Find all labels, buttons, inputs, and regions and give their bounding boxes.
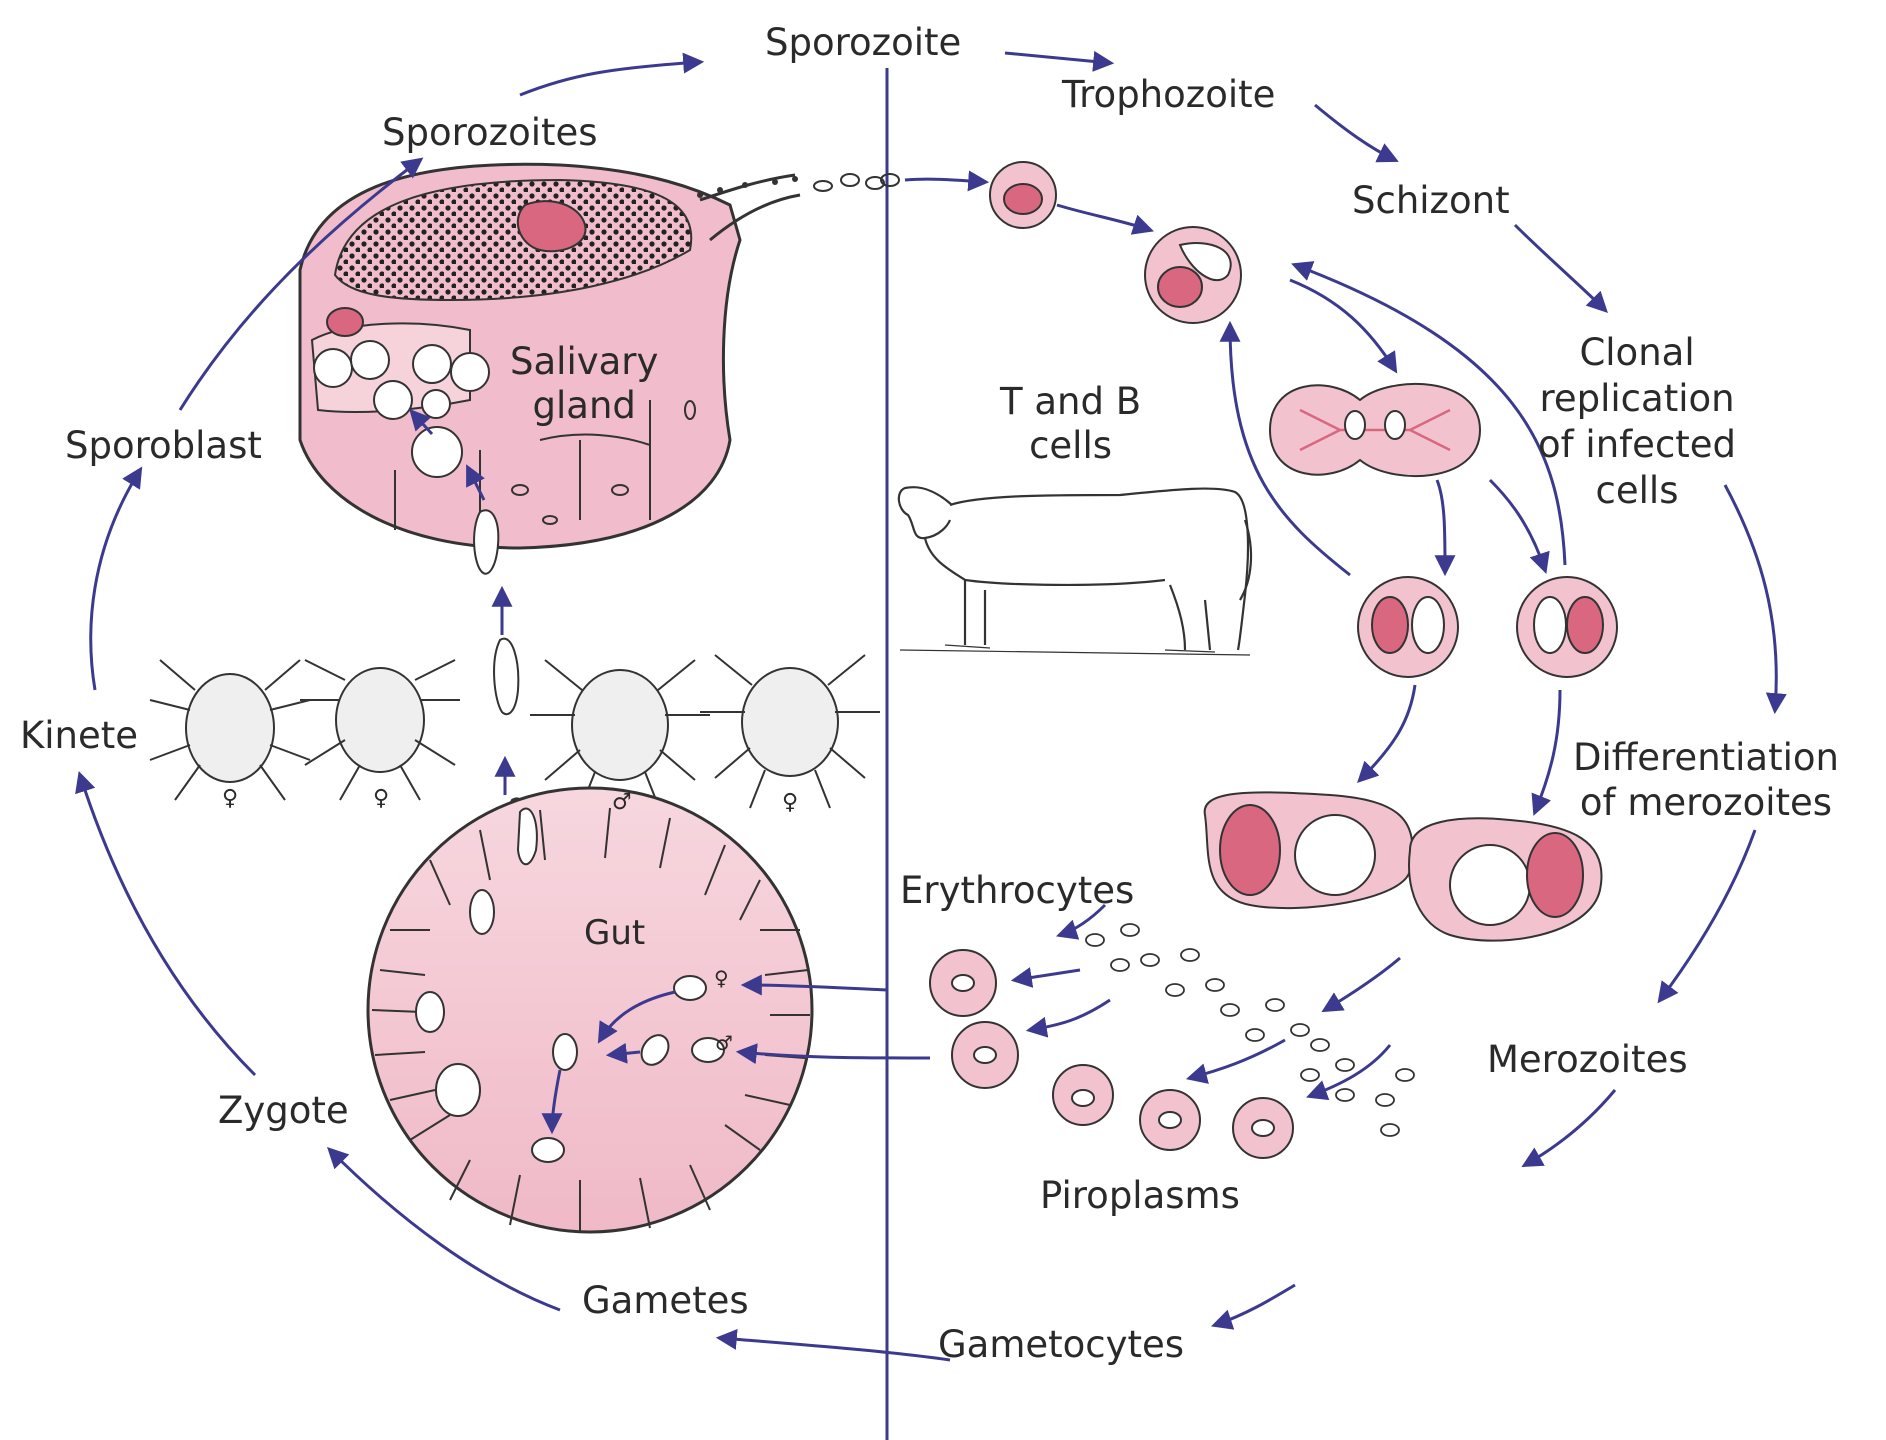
schizont-cell [1145, 227, 1241, 323]
label-clonal-replication: Clonal replication of infected cells [1538, 330, 1736, 514]
gamete-male-symbol: ♂ [715, 1020, 733, 1066]
label-salivary-gland: Salivary gland [510, 340, 658, 428]
label-gut: Gut [584, 910, 645, 956]
label-trophozoite: Trophozoite [1062, 72, 1275, 118]
label-gametes: Gametes [582, 1278, 749, 1324]
label-schizont: Schizont [1352, 178, 1510, 224]
gamete-female-symbol: ♀ [714, 955, 729, 1001]
label-differentiation: Differentiation of merozoites [1573, 735, 1839, 825]
erythrocyte-cells [930, 950, 1293, 1158]
label-sporoblast: Sporoblast [65, 423, 262, 469]
label-erythrocytes: Erythrocytes [900, 868, 1134, 914]
label-sporozoite: Sporozoite [765, 20, 961, 66]
label-zygote: Zygote [218, 1088, 349, 1134]
label-piroplasms: Piroplasms [1040, 1173, 1240, 1219]
tick-3-sex-symbol: ♂ [612, 780, 632, 826]
label-sporozoites: Sporozoites [382, 110, 598, 156]
gut-illustration [368, 788, 812, 1232]
dividing-cell [1270, 384, 1480, 476]
tick-1-sex-symbol: ♀ [222, 776, 238, 822]
merozoite-forming-cells [1205, 792, 1602, 940]
label-t-and-b-cells: T and B cells [1000, 380, 1141, 468]
trophozoite-cell [990, 162, 1056, 228]
infected-cell-pair [1358, 577, 1617, 677]
tick-4-sex-symbol: ♀ [782, 780, 798, 826]
label-gametocytes: Gametocytes [938, 1322, 1184, 1368]
tick-2-sex-symbol: ♀ [373, 776, 389, 822]
label-kinete: Kinete [20, 713, 138, 759]
label-merozoites: Merozoites [1487, 1037, 1688, 1083]
cow-icon [899, 487, 1251, 655]
